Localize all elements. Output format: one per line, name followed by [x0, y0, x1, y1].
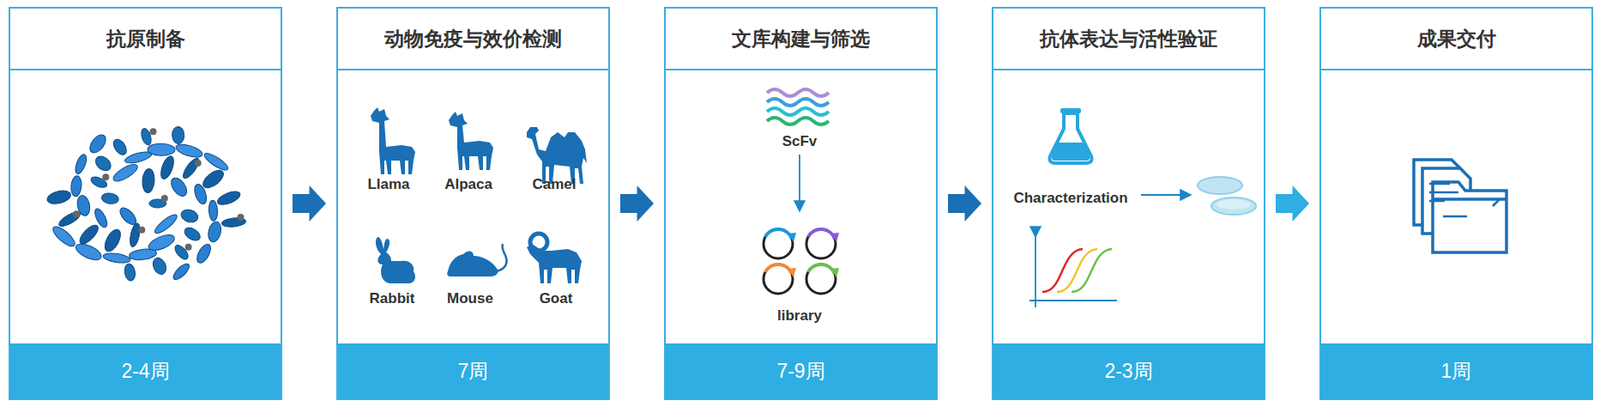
binding-curves — [1029, 235, 1117, 308]
icon-label: Mouse — [446, 289, 494, 308]
icon-label: ScFv — [782, 132, 818, 151]
icon-label: library — [777, 307, 822, 325]
flow-arrow — [1141, 193, 1190, 196]
step-title: 动物免疫与效价检测 — [338, 8, 609, 71]
step-panel: 文库构建与筛选 7-9周 — [664, 6, 938, 400]
step-panel: 抗原制备 2-4周 — [8, 6, 283, 400]
flow-arrow — [620, 185, 654, 222]
icon-label: Characterization — [1013, 189, 1128, 207]
duration-band: 2-3周 — [993, 343, 1264, 399]
protein-structure — [45, 126, 247, 282]
icon-label: Llama — [367, 175, 410, 194]
duration-band: 7周 — [338, 343, 609, 399]
step-panel: 成果交付 1周 — [1319, 6, 1594, 400]
duration-band: 7-9周 — [665, 343, 936, 399]
scfv-waves — [766, 89, 829, 125]
petri-dishes — [1197, 176, 1256, 215]
flow-arrow — [292, 185, 327, 222]
flask-icon — [1049, 108, 1092, 164]
step-panel: 动物免疫与效价检测 7周 — [336, 6, 610, 400]
duration-band: 2-4周 — [10, 343, 281, 399]
step-title: 成果交付 — [1321, 8, 1592, 71]
flow-arrow — [798, 154, 801, 210]
step-title: 抗体表达与活性验证 — [993, 8, 1264, 71]
icon-label: Rabbit — [369, 289, 416, 308]
document-icon — [1413, 159, 1507, 253]
icon-label: Goat — [539, 289, 574, 308]
step-title: 抗原制备 — [10, 8, 281, 71]
animal-icons — [370, 107, 587, 284]
flow-arrow — [1275, 185, 1310, 222]
icon-label: Camel — [531, 175, 576, 194]
flow-arrow — [947, 185, 982, 222]
icon-label: Alpaca — [444, 175, 493, 194]
duration-band: 1周 — [1321, 343, 1592, 399]
library-circles — [763, 229, 840, 294]
step-title: 文库构建与筛选 — [665, 8, 936, 71]
